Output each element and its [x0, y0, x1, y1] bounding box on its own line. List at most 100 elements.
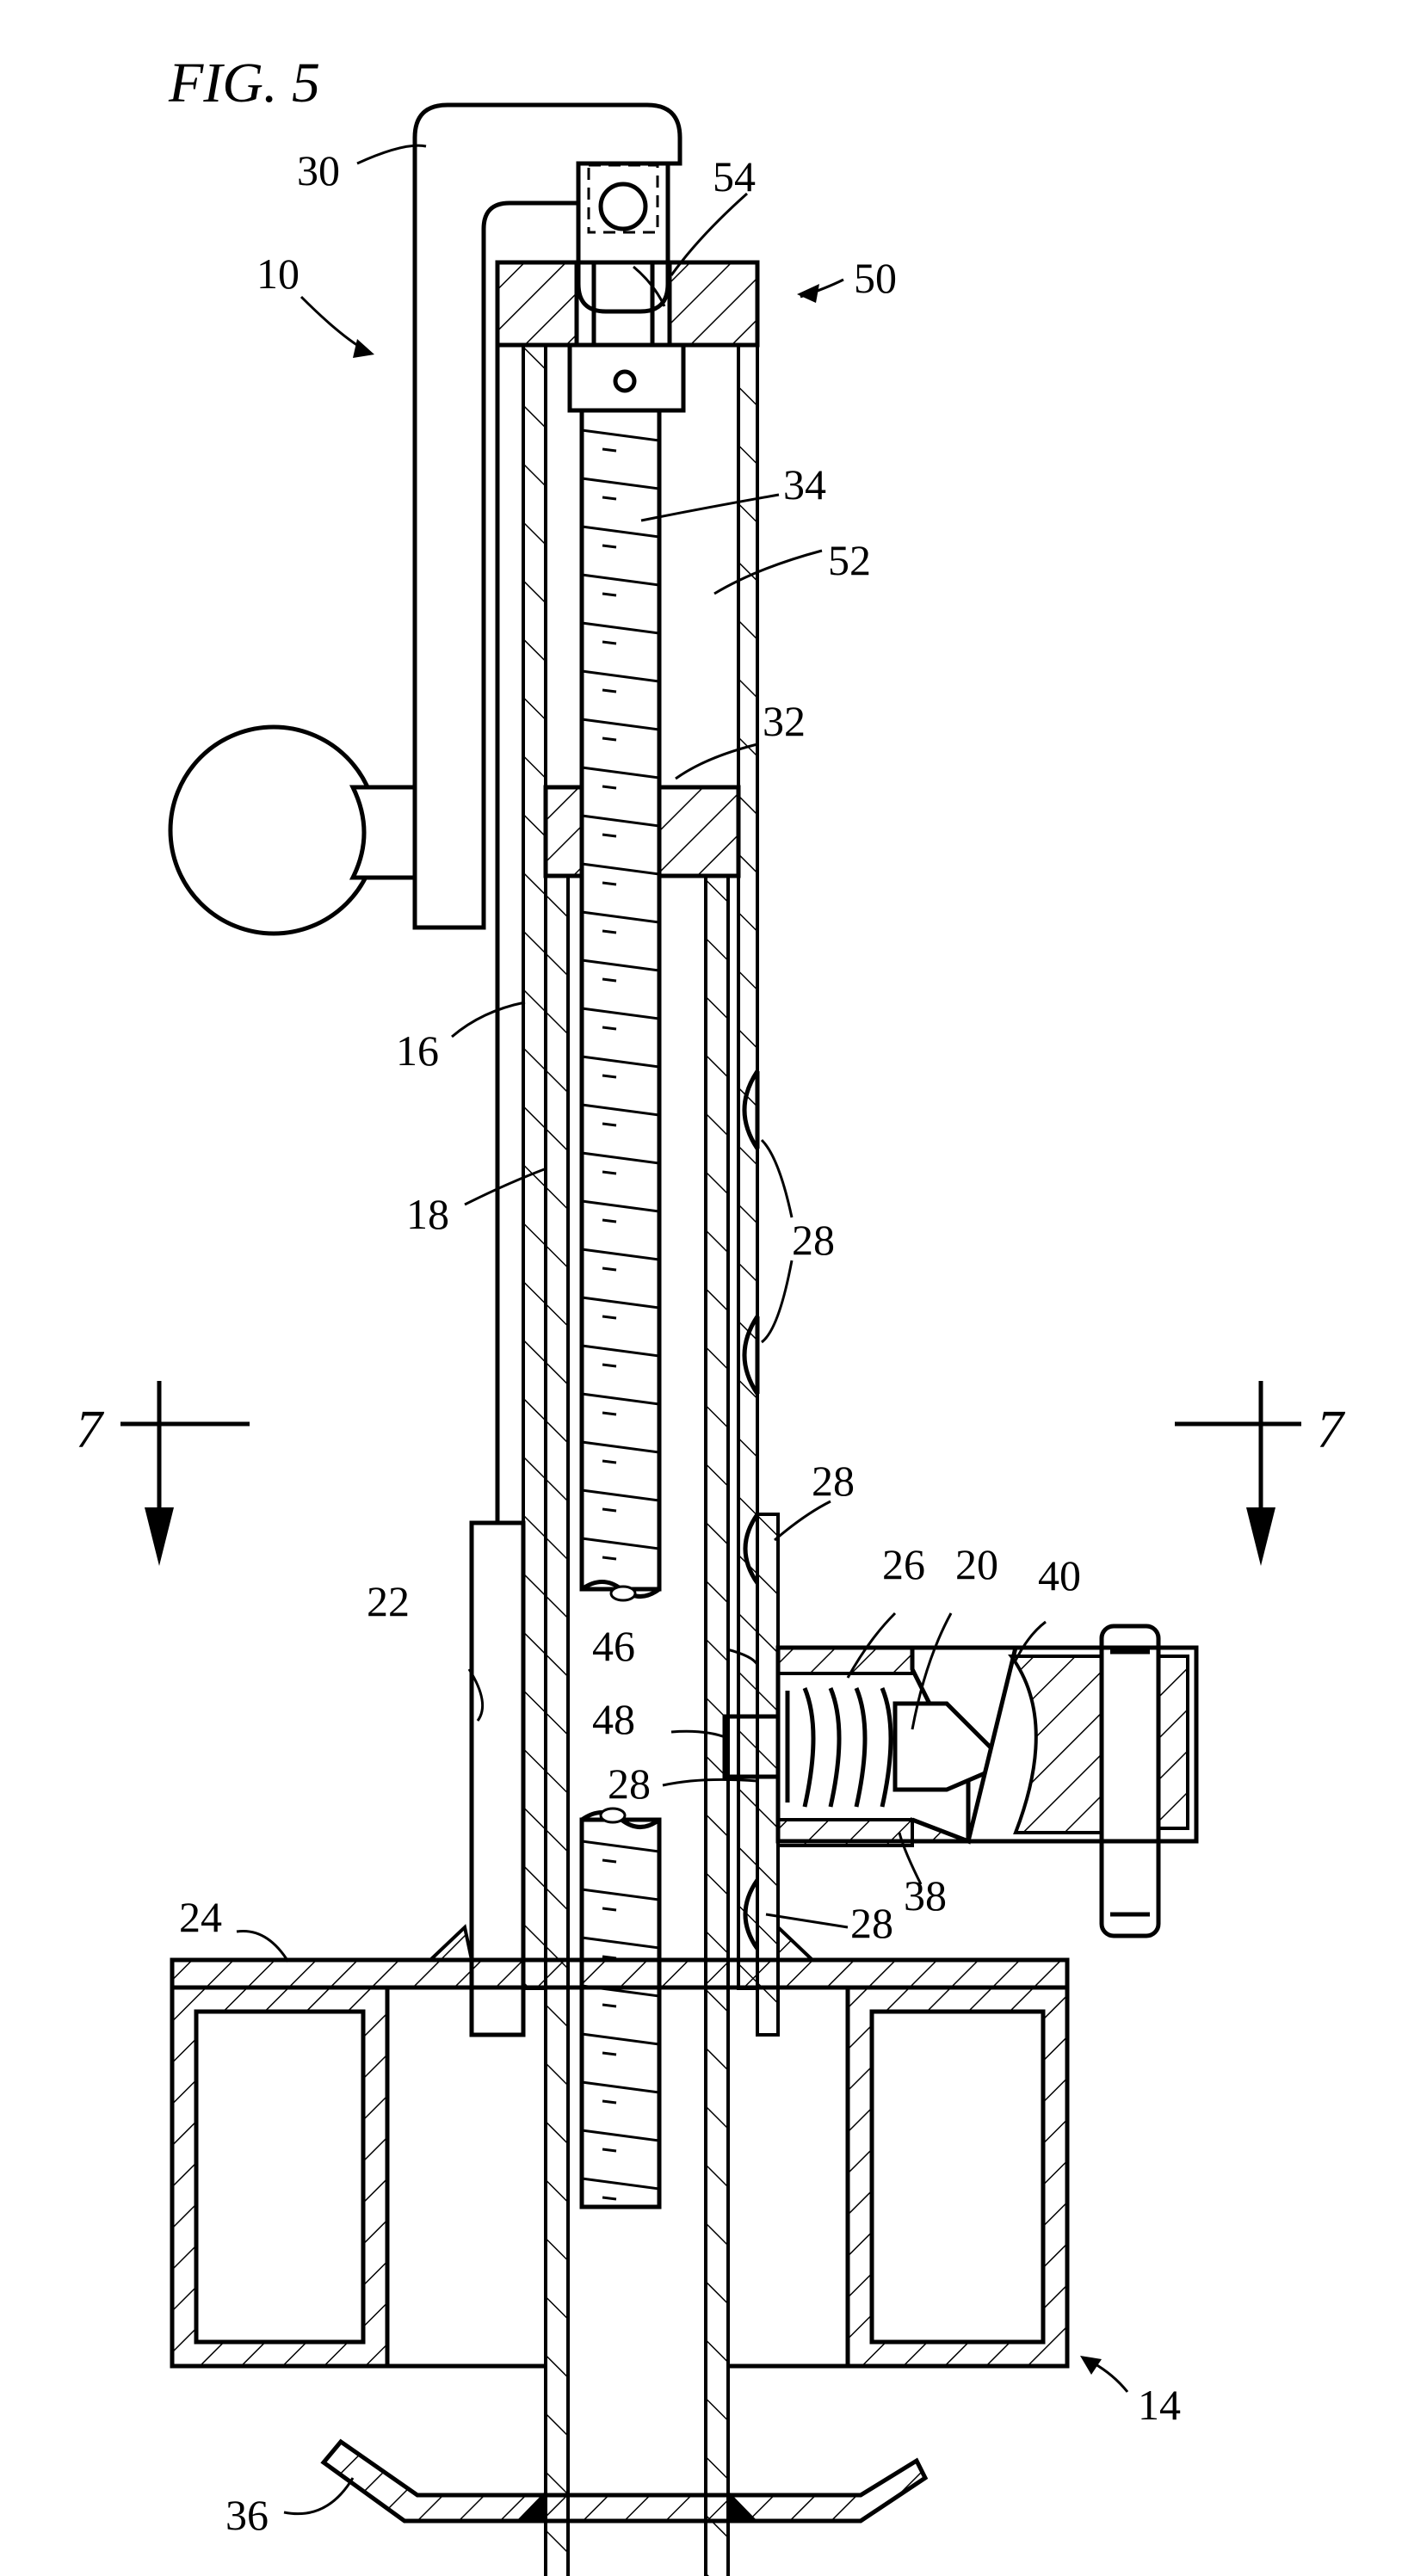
- label-52: 52: [828, 536, 871, 584]
- screw-thread: [581, 621, 660, 635]
- base-assembly: [170, 1923, 1070, 2369]
- foot-plate: [320, 2438, 929, 2524]
- screw-thread-tick: [602, 2196, 617, 2201]
- screw-thread: [581, 766, 660, 780]
- figure-title: FIG. 5: [168, 52, 320, 114]
- screw-thread: [581, 1840, 660, 1853]
- screw-thread: [581, 1344, 660, 1358]
- section-label-left: 7: [76, 1401, 105, 1459]
- screw-thread: [581, 428, 660, 442]
- label-22: 22: [367, 1577, 410, 1625]
- screw-thread: [581, 1055, 660, 1069]
- sleeve-left: [469, 1520, 526, 2037]
- screw-thread-tick: [602, 1459, 617, 1464]
- screw-thread: [581, 2080, 660, 2094]
- detent-notches: [742, 1069, 760, 1950]
- screw-thread: [581, 1440, 660, 1454]
- crank-handle: [168, 102, 682, 936]
- screw-thread: [581, 525, 660, 539]
- screw-thread-tick: [602, 1907, 617, 1912]
- label-54: 54: [713, 152, 756, 200]
- screw-thread-tick: [602, 447, 617, 453]
- screw-thread: [581, 1248, 660, 1261]
- screw-thread: [581, 1392, 660, 1406]
- label-14: 14: [1138, 2381, 1181, 2429]
- screw-thread-tick: [602, 688, 617, 693]
- screw-thread-tick: [602, 1858, 617, 1864]
- screw-thread: [581, 862, 660, 876]
- screw-thread-tick: [602, 929, 617, 934]
- inner-tube: [544, 874, 730, 2576]
- label-34: 34: [783, 460, 826, 508]
- screw-thread-tick: [602, 1026, 617, 1031]
- label-40: 40: [1038, 1551, 1081, 1599]
- lock-knob: [912, 1624, 1199, 1938]
- screw-thread: [581, 958, 660, 972]
- reference-numerals: 30 10 54 50 34 52 32 16 18 28 28 26 20 4…: [179, 146, 1181, 2539]
- label-18: 18: [406, 1190, 449, 1238]
- label-38: 38: [904, 1871, 947, 1920]
- screw-thread-tick: [602, 2148, 617, 2153]
- label-24: 24: [179, 1893, 222, 1941]
- label-28c: 28: [608, 1759, 651, 1808]
- screw-thread: [581, 1199, 660, 1213]
- leader-lines: [236, 144, 1129, 2516]
- lead-screw-upper: [579, 408, 662, 1602]
- label-16: 16: [396, 1026, 439, 1075]
- lead-screw-lower: [579, 1807, 662, 2209]
- screw-thread: [581, 1151, 660, 1165]
- screw-thread: [581, 910, 660, 924]
- screw-thread: [581, 1537, 660, 1550]
- label-32: 32: [763, 697, 806, 745]
- screw-thread: [581, 1007, 660, 1020]
- label-30: 30: [297, 146, 340, 194]
- label-46: 46: [592, 1622, 635, 1670]
- screw-thread-tick: [602, 1170, 617, 1175]
- screw-thread: [581, 1103, 660, 1117]
- screw-thread-tick: [602, 1315, 617, 1320]
- screw-thread: [581, 718, 660, 731]
- screw-thread-tick: [602, 2051, 617, 2056]
- section-label-right: 7: [1317, 1401, 1346, 1459]
- screw-thread-tick: [602, 1122, 617, 1127]
- screw-thread-tick: [602, 1556, 617, 1561]
- screw-thread-tick: [602, 977, 617, 983]
- label-20: 20: [955, 1540, 998, 1588]
- screw-thread: [581, 1888, 660, 1901]
- section-marker-left: 7: [76, 1381, 250, 1566]
- screw-thread: [581, 2129, 660, 2142]
- screw-thread-tick: [602, 496, 617, 501]
- screw-thread: [581, 814, 660, 828]
- label-28d: 28: [850, 1899, 893, 1947]
- screw-thread: [581, 2032, 660, 2046]
- screw-thread: [581, 477, 660, 490]
- screw-thread-tick: [602, 2003, 617, 2008]
- screw-head-block: [567, 342, 686, 413]
- screw-thread-tick: [602, 1411, 617, 1416]
- screw-thread-tick: [602, 1266, 617, 1272]
- screw-thread-tick: [602, 1074, 617, 1079]
- label-28a: 28: [792, 1216, 835, 1264]
- label-48: 48: [592, 1695, 635, 1743]
- label-28b: 28: [812, 1457, 855, 1505]
- label-10: 10: [256, 250, 300, 298]
- label-36: 36: [225, 2491, 269, 2539]
- screw-thread: [581, 573, 660, 587]
- section-marker-right: 7: [1175, 1381, 1346, 1566]
- screw-thread: [581, 1488, 660, 1502]
- screw-thread-tick: [602, 1507, 617, 1513]
- screw-thread-tick: [602, 2099, 617, 2105]
- screw-thread-tick: [602, 785, 617, 790]
- screw-thread-tick: [602, 736, 617, 742]
- screw-thread-tick: [602, 544, 617, 549]
- screw-thread: [581, 1936, 660, 1950]
- screw-thread: [581, 1296, 660, 1310]
- screw-thread: [581, 2177, 660, 2191]
- screw-thread-tick: [602, 881, 617, 886]
- screw-thread-tick: [602, 1218, 617, 1223]
- label-50: 50: [854, 254, 897, 302]
- screw-thread-tick: [602, 640, 617, 645]
- label-26: 26: [882, 1540, 925, 1588]
- screw-thread-tick: [602, 1363, 617, 1368]
